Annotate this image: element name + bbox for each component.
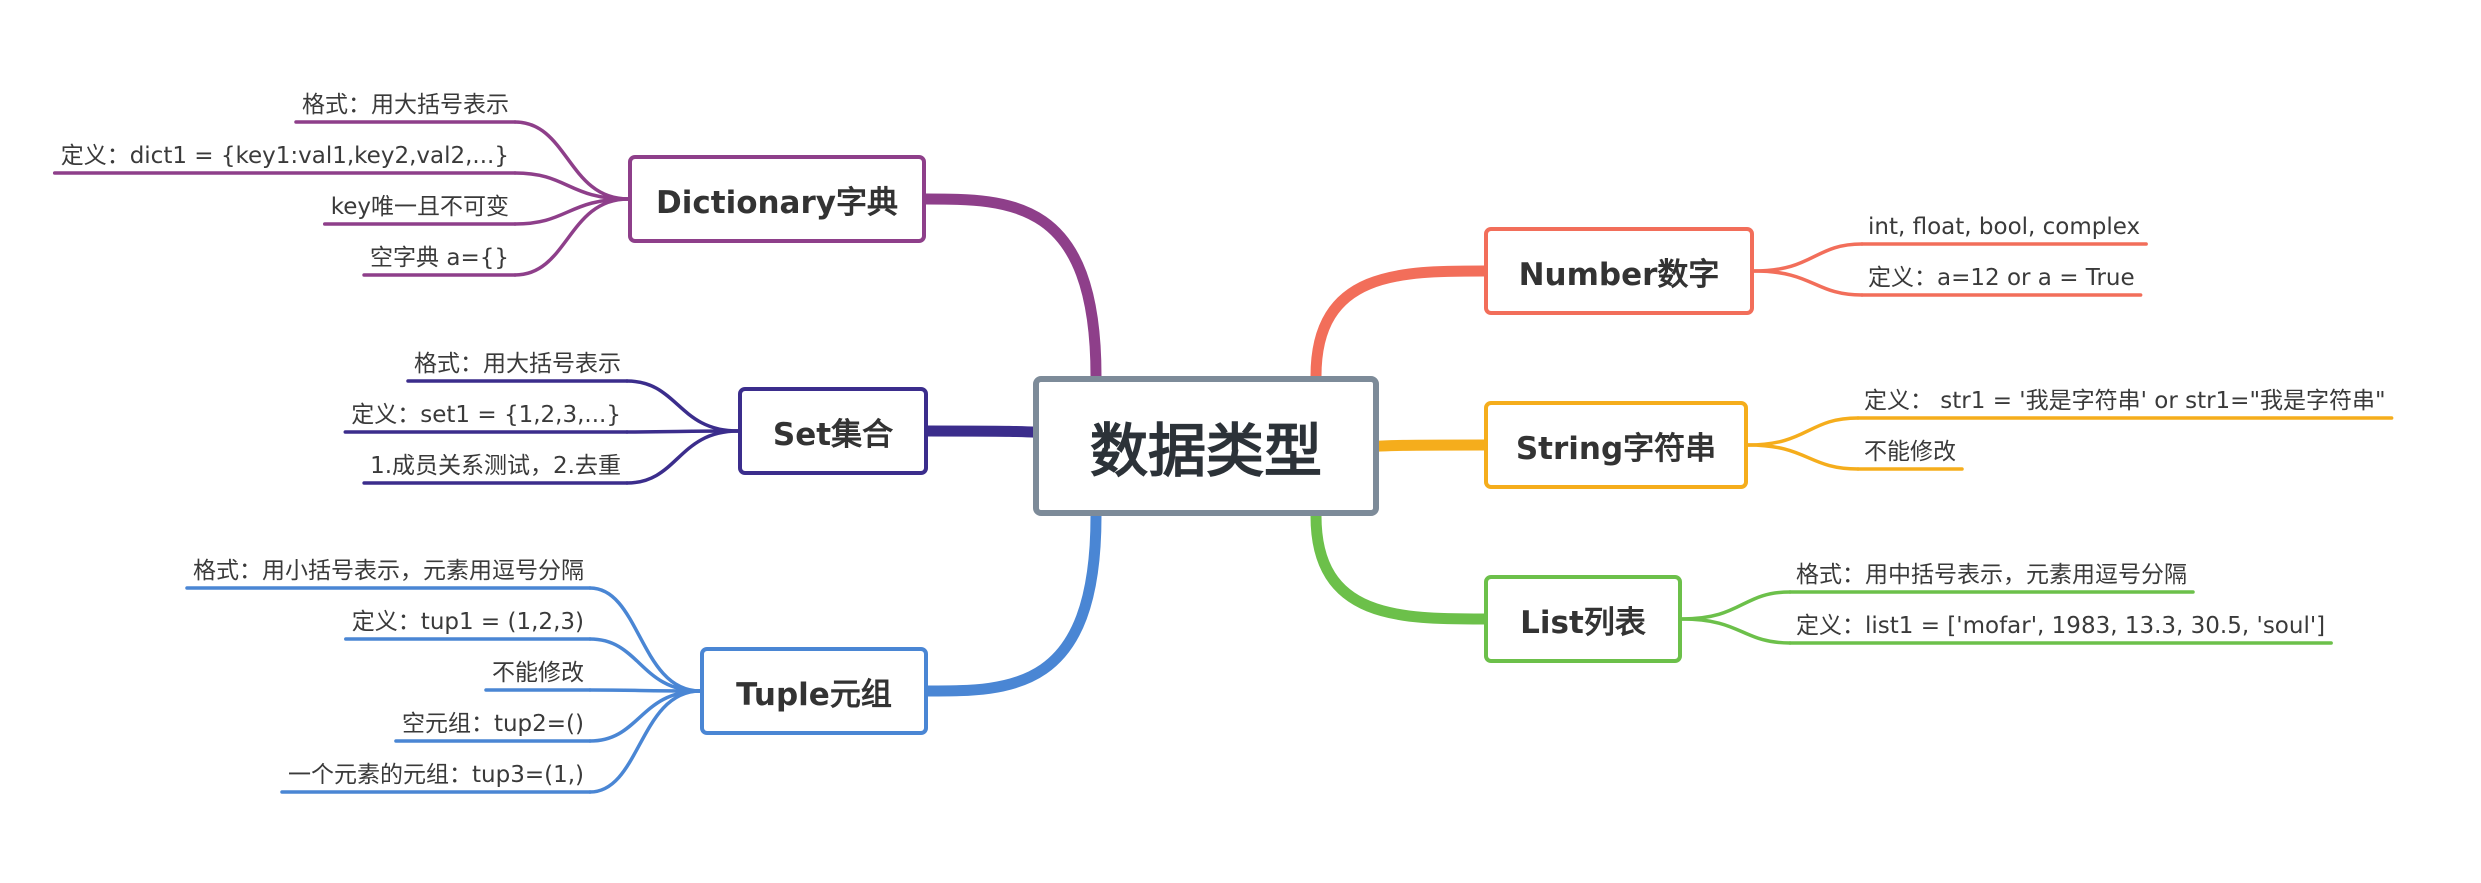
branch-connector-string	[1360, 439, 1490, 454]
leaf-set-usage[interactable]: 1.成员关系测试，2.去重	[370, 453, 621, 479]
leaf-connector-string-1	[1746, 443, 1860, 471]
leaf-connector-dictionary-1	[513, 171, 630, 201]
leaf-connector-set-2	[625, 429, 740, 485]
leaf-dictionary-format[interactable]: 格式：用大括号表示	[302, 92, 509, 118]
leaf-list-definition[interactable]: 定义：list1 = ['mofar', 1983, 13.3, 30.5, '…	[1796, 613, 2326, 639]
branch-connector-list	[1310, 510, 1490, 625]
root-topic-label: 数据类型	[1089, 417, 1322, 485]
topic-set[interactable]: Set集合	[738, 387, 928, 475]
leaf-dictionary-empty[interactable]: 空字典 a={}	[370, 245, 509, 271]
topic-dictionary[interactable]: Dictionary字典	[628, 155, 926, 243]
topic-dictionary-label: Dictionary字典	[656, 184, 898, 221]
leaf-set-definition[interactable]: 定义：set1 = {1,2,3,...}	[351, 402, 621, 428]
leaf-tuple-immutable[interactable]: 不能修改	[492, 660, 584, 686]
leaf-dictionary-definition[interactable]: 定义：dict1 = {key1:val1,key2,val2,...}	[60, 143, 509, 169]
leaf-connector-tuple-1	[588, 637, 702, 693]
leaf-tuple-format[interactable]: 格式：用小括号表示，元素用逗号分隔	[193, 558, 584, 584]
branch-connector-tuple	[922, 510, 1102, 697]
topic-list-label: List列表	[1520, 604, 1646, 641]
topic-tuple[interactable]: Tuple元组	[700, 647, 928, 735]
topic-string-label: String字符串	[1515, 430, 1717, 467]
leaf-set-format[interactable]: 格式：用大括号表示	[414, 351, 621, 377]
leaf-string-definition[interactable]: 定义： str1 = '我是字符串' or str1="我是字符串"	[1864, 388, 2386, 414]
branch-connector-dictionary	[920, 193, 1102, 382]
topic-list[interactable]: List列表	[1484, 575, 1682, 663]
root-topic[interactable]: 数据类型	[1033, 376, 1379, 516]
leaf-string-immutable[interactable]: 不能修改	[1864, 439, 1956, 465]
leaf-tuple-single[interactable]: 一个元素的元组：tup3=(1,)	[288, 762, 584, 788]
leaf-number-types[interactable]: int, float, bool, complex	[1868, 214, 2141, 240]
topic-set-label: Set集合	[772, 416, 894, 453]
branch-connector-number	[1310, 265, 1490, 382]
leaf-connector-string-0	[1746, 416, 1860, 447]
leaf-connector-tuple-0	[588, 586, 702, 693]
leaf-dictionary-key-rule[interactable]: key唯一且不可变	[330, 194, 509, 220]
leaf-connector-number-1	[1752, 269, 1864, 297]
topic-tuple-label: Tuple元组	[736, 676, 892, 713]
leaf-connector-dictionary-3	[513, 197, 630, 277]
leaf-number-definition[interactable]: 定义：a=12 or a = True	[1868, 265, 2135, 291]
leaf-connector-dictionary-0	[513, 120, 630, 201]
leaf-tuple-definition[interactable]: 定义：tup1 = (1,2,3)	[351, 609, 584, 635]
topic-string[interactable]: String字符串	[1484, 401, 1748, 489]
leaf-connector-set-0	[625, 379, 740, 433]
leaf-tuple-empty[interactable]: 空元组：tup2=()	[401, 711, 584, 737]
leaf-list-format[interactable]: 格式：用中括号表示，元素用逗号分隔	[1796, 562, 2187, 588]
leaf-connector-list-0	[1680, 590, 1792, 621]
topic-number[interactable]: Number数字	[1484, 227, 1754, 315]
topic-number-label: Number数字	[1518, 256, 1720, 293]
leaf-connector-number-0	[1752, 242, 1864, 273]
leaf-connector-tuple-4	[588, 689, 702, 794]
leaf-connector-list-1	[1680, 617, 1792, 645]
branch-connector-set	[922, 425, 1052, 440]
